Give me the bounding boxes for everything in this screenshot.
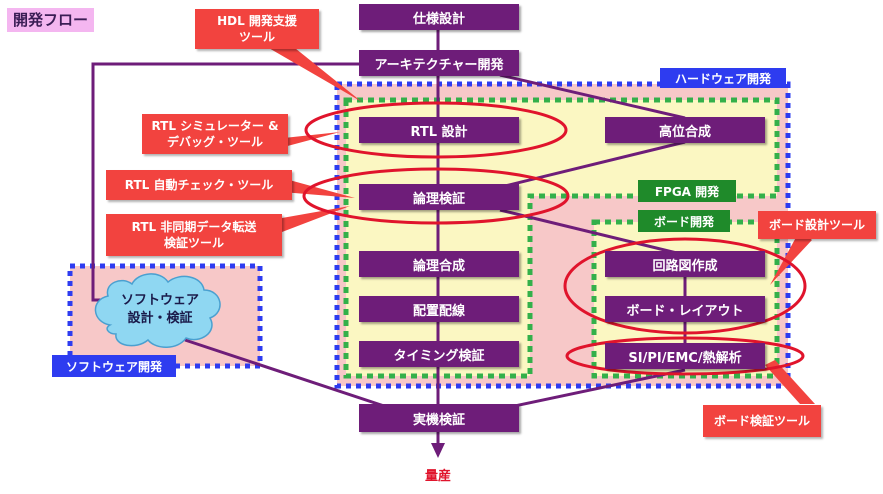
step-high-level-synthesis: 高位合成 bbox=[605, 117, 765, 143]
step-spec-design: 仕様設計 bbox=[359, 4, 519, 30]
callout-rtl-check: RTL 自動チェック・ツール bbox=[106, 170, 292, 200]
step-place-route: 配置配線 bbox=[359, 296, 519, 322]
step-logic-verification: 論理検証 bbox=[359, 184, 519, 210]
software-cloud bbox=[94, 273, 221, 348]
software-region-label: ソフトウェア開発 bbox=[52, 355, 176, 377]
step-rtl-design: RTL 設計 bbox=[359, 117, 519, 143]
callout-board-design-tools: ボード設計ツール bbox=[758, 211, 876, 239]
verify-tools-ellipse bbox=[302, 167, 570, 225]
si-to-real-connector bbox=[504, 368, 686, 410]
step-architecture-dev: アーキテクチャー開発 bbox=[359, 50, 519, 76]
hardware-region-label: ハードウェア開発 bbox=[660, 68, 786, 88]
board-region-label: ボード開発 bbox=[638, 210, 730, 232]
callout-rtl-simulator: RTL シミュレーター & デバッグ・ツール bbox=[142, 114, 288, 154]
callout-hdl-tools: HDL 開発支援 ツール bbox=[195, 9, 319, 49]
step-board-layout: ボード・レイアウト bbox=[605, 296, 765, 322]
page-title: 開発フロー bbox=[7, 8, 95, 32]
step-logic-synthesis: 論理合成 bbox=[359, 251, 519, 277]
verify-to-schematic-connector bbox=[499, 208, 686, 257]
fpga-region-label: FPGA 開発 bbox=[638, 180, 736, 202]
step-timing-verification: タイミング検証 bbox=[359, 341, 519, 367]
arch-to-hls-connector bbox=[499, 73, 686, 120]
board-design-callout-pointer bbox=[770, 230, 812, 285]
software-to-real-connector bbox=[184, 338, 391, 410]
board-design-ellipse bbox=[563, 237, 807, 335]
callout-board-verify-tools: ボード検証ツール bbox=[703, 405, 821, 437]
software-cloud-label: ソフトウェア 設計・検証 bbox=[120, 293, 199, 326]
callout-rtl-async: RTL 非同期データ転送 検証ツール bbox=[106, 214, 282, 256]
main-flow-arrowhead bbox=[431, 443, 445, 458]
step-si-analysis: SI/PI/EMC/熱解析 bbox=[605, 343, 765, 369]
step-real-verification: 実機検証 bbox=[359, 404, 519, 432]
hdl-callout-pointer bbox=[255, 40, 362, 102]
check-callout-pointer bbox=[282, 178, 355, 198]
mass-production-label: 量産 bbox=[424, 469, 451, 484]
rtl-tools-ellipse bbox=[304, 101, 568, 159]
board-verify-ellipse bbox=[565, 336, 805, 376]
board-verify-callout-pointer bbox=[765, 360, 815, 404]
step-schematic: 回路図作成 bbox=[605, 251, 765, 277]
